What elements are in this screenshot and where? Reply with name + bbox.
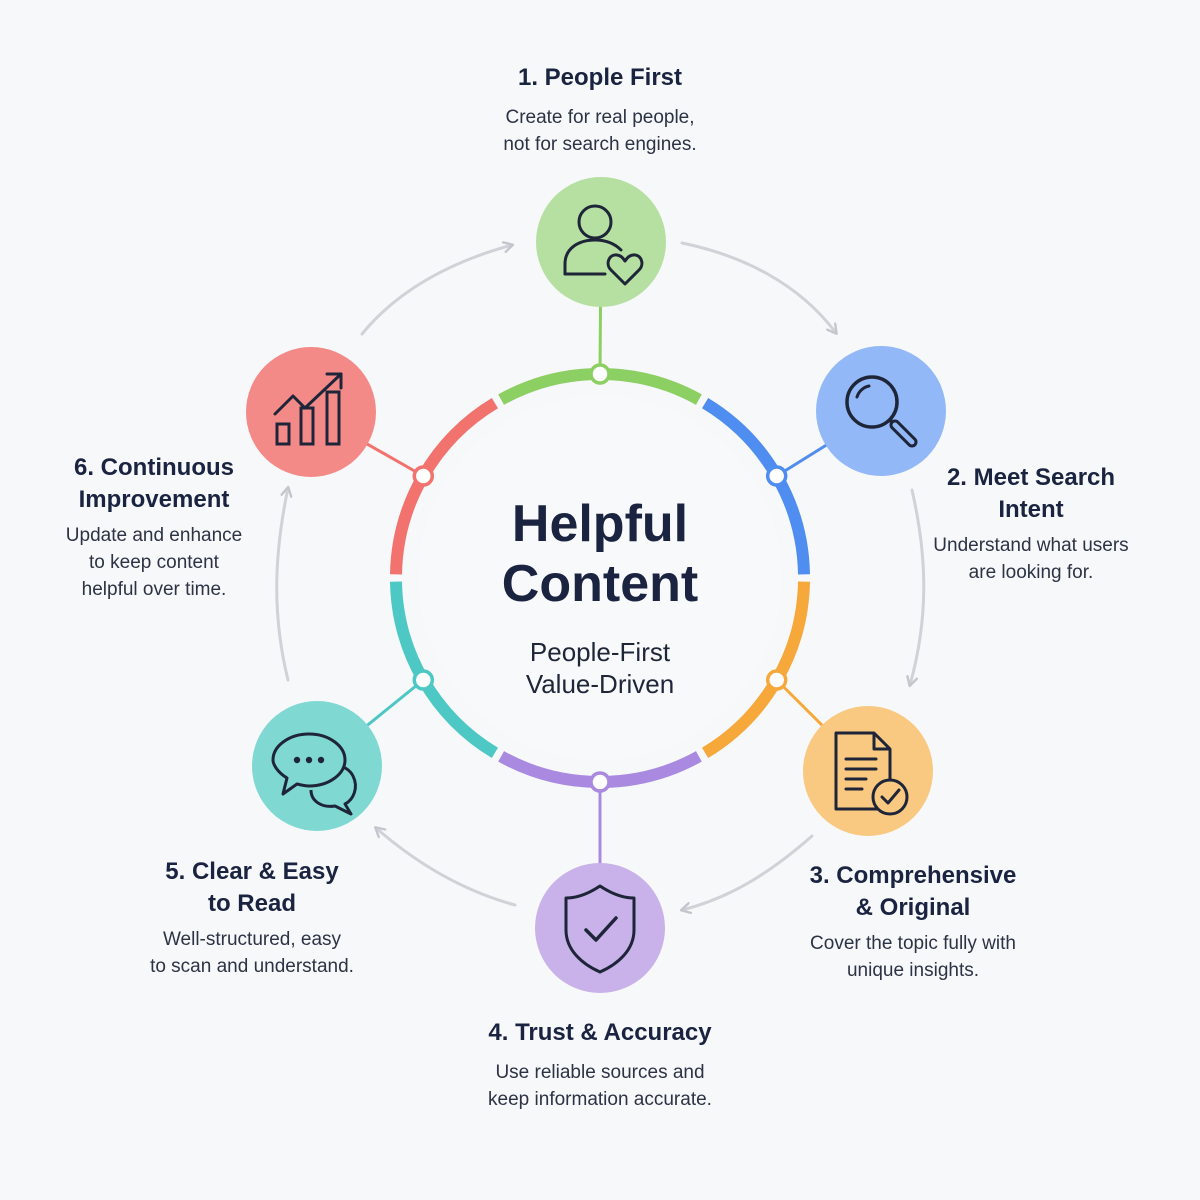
step-6-title: 6. Continuous Improvement — [74, 454, 234, 513]
cycle-arrow-2-to-3 — [910, 488, 926, 685]
anchor-dot-4 — [589, 771, 611, 793]
step-1-description: Create for real people, not for search e… — [503, 107, 697, 155]
step-6-node — [246, 347, 376, 477]
step-3-label-group: 3. Comprehensive & Original Cover the to… — [770, 860, 1056, 984]
step-3-node — [803, 706, 933, 836]
center-title: Helpful Content — [501, 495, 699, 613]
step-5-title: 5. Clear & Easy to Read — [165, 858, 339, 917]
shield-check-icon — [564, 884, 636, 974]
step-3-title: 3. Comprehensive & Original — [809, 862, 1017, 921]
anchor-dot-5 — [412, 669, 435, 691]
center-ring — [390, 363, 810, 793]
step-nodes — [246, 177, 946, 993]
magnifier-icon — [845, 375, 918, 448]
step-2-circle — [816, 346, 946, 476]
document-check-icon — [834, 731, 909, 816]
center-subtitle: People-First Value-Driven — [525, 637, 675, 699]
person-heart-icon — [563, 204, 644, 286]
step-5-description: Well-structured, easy to scan and unders… — [150, 929, 354, 977]
step-1-label-group: 1. People First Create for real people, … — [450, 62, 750, 158]
cycle-arrow-4-to-5 — [376, 828, 517, 907]
cycle-arrow-6-to-1 — [360, 245, 512, 336]
growth-chart-icon — [273, 372, 343, 446]
step-6-label-group: 6. Continuous Improvement Update and enh… — [38, 452, 270, 603]
step-1-circle — [536, 177, 666, 307]
step-4-circle — [535, 863, 665, 993]
step-3-description: Cover the topic fully with unique insigh… — [810, 933, 1016, 981]
step-3-circle — [803, 706, 933, 836]
anchor-dot-6 — [412, 465, 435, 487]
step-2-title: 2. Meet Search Intent — [946, 464, 1116, 523]
step-5-label-group: 5. Clear & Easy to Read Well-structured,… — [122, 856, 382, 980]
step-6-description: Update and enhance to keep content helpf… — [65, 525, 243, 600]
anchor-dot-1 — [589, 363, 611, 385]
step-1-node — [536, 177, 666, 307]
center-circle — [418, 396, 782, 760]
chat-bubbles-icon — [271, 732, 357, 816]
anchor-dot-3 — [765, 669, 788, 691]
cycle-arrow-5-to-6 — [275, 488, 288, 682]
anchor-dot-2 — [765, 465, 788, 487]
cycle-arrow-1-to-2 — [680, 241, 836, 333]
step-1-title: 1. People First — [517, 64, 683, 91]
step-4-node — [535, 863, 665, 993]
step-2-node — [816, 346, 946, 476]
step-4-description: Use reliable sources and keep informatio… — [488, 1062, 712, 1110]
step-2-description: Understand what users are looking for. — [933, 535, 1129, 583]
step-4-label-group: 4. Trust & Accuracy Use reliable sources… — [440, 1017, 760, 1113]
cycle-arrows — [275, 241, 926, 910]
cycle-arrow-3-to-4 — [682, 834, 814, 910]
step-4-title: 4. Trust & Accuracy — [488, 1019, 712, 1046]
step-5-node — [252, 701, 382, 831]
step-2-label-group: 2. Meet Search Intent Understand what us… — [895, 462, 1167, 586]
